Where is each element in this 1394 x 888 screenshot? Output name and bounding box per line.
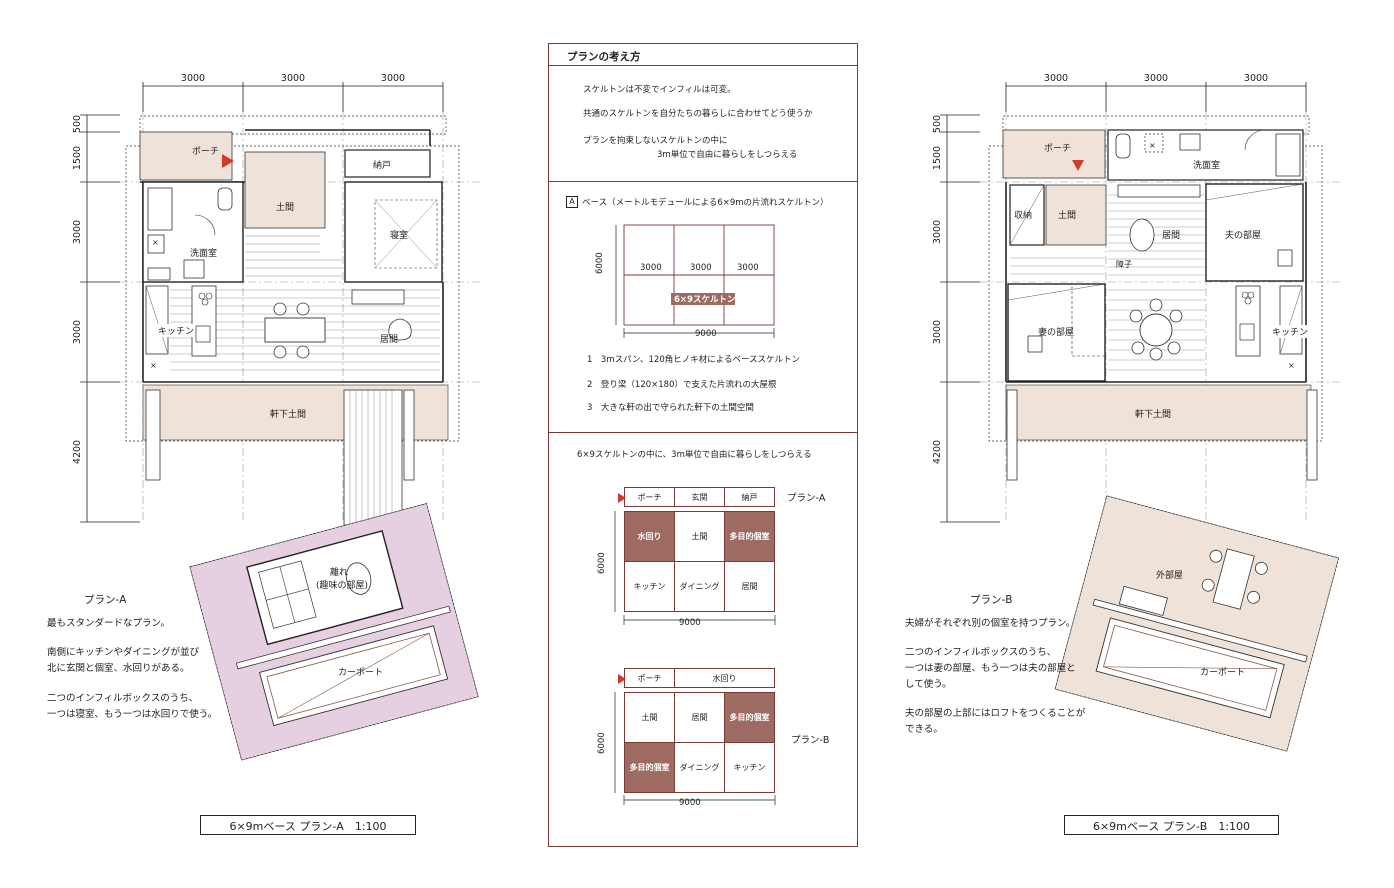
- base-dim-2: 3000: [690, 263, 712, 273]
- grid-b-top-1: ポーチ: [624, 668, 675, 688]
- dim-left-3000b: 3000: [72, 320, 83, 344]
- grid-a-label: プラン-A: [787, 493, 826, 504]
- grid-b-cell-6: キッチン: [724, 742, 775, 793]
- b-dim-top-3: 3000: [1244, 73, 1268, 84]
- base-dim-1: 3000: [640, 263, 662, 273]
- dining-table: [264, 317, 326, 343]
- dim-top-3: 3000: [381, 73, 405, 84]
- doma-area: [244, 151, 326, 229]
- base-note-3: 3 大きな軒の出で守られた軒下の土間空間: [587, 403, 754, 413]
- base-grid: [615, 224, 775, 338]
- base-dim-total: 9000: [695, 329, 717, 339]
- grid-a-top-2: 玄関: [674, 487, 725, 507]
- grid-a-cell-5: ダイニング: [674, 561, 725, 612]
- plan-a-drawing: 3000 3000 3000 500 1500 3000 3000 4200: [72, 73, 480, 761]
- b-entrance-marker: [1072, 160, 1084, 171]
- b-dining-table: [1139, 313, 1173, 347]
- grid-a-top-3: 納戸: [724, 487, 775, 507]
- grid-b-entry-marker: [618, 674, 626, 684]
- dim-left-500: 500: [72, 115, 83, 133]
- concept-intro-4: 3m単位で自由に暮らしをしつらえる: [657, 150, 798, 160]
- concept-title: プランの考え方: [549, 44, 857, 66]
- b-wife-box: [1007, 283, 1106, 382]
- b-nokishita-area: [1005, 384, 1312, 441]
- grid-a-cell-6: 居間: [724, 561, 775, 612]
- base-a-box: A: [566, 196, 578, 208]
- base-title: ベース（メートルモデュールによる6×9mの片流れスケルトン）: [582, 198, 829, 208]
- dim-top-1: 3000: [181, 73, 205, 84]
- dim-left-3000a: 3000: [72, 220, 83, 244]
- grid-a-entry-marker: [618, 493, 626, 503]
- base-note-1: 1 3mスパン、120角ヒノキ材によるベーススケルトン: [587, 355, 801, 365]
- b-dim-left-500: 500: [932, 115, 943, 133]
- grid-a-cell-4: キッチン: [624, 561, 675, 612]
- b-dim-top-1: 3000: [1044, 73, 1068, 84]
- grid-b-label: プラン-B: [791, 735, 830, 746]
- grid-b-dim-6000: 6000: [597, 732, 607, 754]
- section-title: 6×9スケルトンの中に、3m単位で自由に暮らしをしつらえる: [577, 450, 812, 460]
- grid-a-cell-2: 土間: [674, 511, 725, 562]
- b-dim-left-3000a: 3000: [932, 220, 943, 244]
- grid-a-dim: 9000: [679, 618, 701, 628]
- b-outer-site: [1054, 495, 1340, 752]
- b-porch-area: [1002, 129, 1106, 179]
- b-water-box: [1107, 129, 1304, 181]
- porch-area: [139, 131, 233, 181]
- grid-b-cell-3: 多目的個室: [724, 692, 775, 743]
- concept-panel: プランの考え方 スケルトンは不変でインフィルは可変。 共通のスケルトンを自分たち…: [548, 43, 858, 847]
- b-dim-left-1500: 1500: [932, 146, 943, 170]
- concept-intro-1: スケルトンは不変でインフィルは可変。: [583, 85, 736, 95]
- grid-b-dim: 9000: [679, 798, 701, 808]
- dim-left-4200: 4200: [72, 440, 83, 464]
- grid-b-cell-2: 居間: [674, 692, 725, 743]
- b-husband-box: [1205, 183, 1304, 282]
- grid-b-top-2: 水回り: [674, 668, 775, 688]
- grid-a-dim-6000: 6000: [597, 552, 607, 574]
- b-dim-left-3000b: 3000: [932, 320, 943, 344]
- grid-a-cell-1: 水回り: [624, 511, 675, 562]
- b-doma-area: [1045, 184, 1107, 246]
- entrance-marker: [222, 154, 234, 168]
- bedroom-box: [344, 181, 443, 283]
- b-dim-top-2: 3000: [1144, 73, 1168, 84]
- concept-intro-2: 共通のスケルトンを自分たちの暮らしに合わせてどう使うか: [583, 109, 813, 119]
- base-dim-6000: 6000: [595, 252, 605, 274]
- concept-intro-3: プランを拘束しないスケルトンの中に: [583, 136, 728, 146]
- plan-a-caption: 6×9mベース プラン-A 1:100: [200, 815, 416, 835]
- nando-box: [344, 149, 431, 178]
- plan-b-caption: 6×9mベース プラン-B 1:100: [1064, 815, 1279, 835]
- skeleton-label: 6×9スケルトン: [674, 295, 736, 305]
- dim-top-2: 3000: [281, 73, 305, 84]
- dim-left-1500: 1500: [72, 146, 83, 170]
- base-note-2: 2 登り梁（120×180）で支えた片流れの大屋根: [587, 380, 777, 390]
- base-dim-3: 3000: [737, 263, 759, 273]
- b-dim-left-4200: 4200: [932, 440, 943, 464]
- plan-b-drawing: 3000 3000 3000 500 1500 3000 3000 4200: [932, 73, 1340, 752]
- grid-a-cell-3: 多目的個室: [724, 511, 775, 562]
